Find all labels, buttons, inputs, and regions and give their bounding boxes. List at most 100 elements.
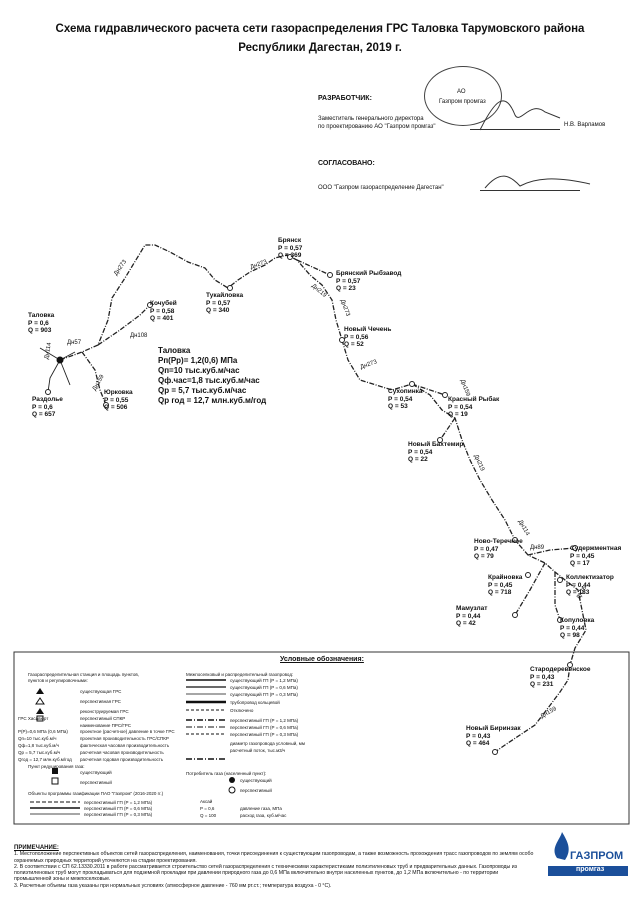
legend-pred-persp-symbol [51, 777, 59, 785]
settlement-pressure: Р = 0,54 [408, 448, 433, 456]
settlement-flow: Q = 42 [456, 620, 476, 627]
settlement-suderzhment: Судержментная Р = 0,45 Q = 17 [570, 545, 621, 568]
settlement-bryansk: Брянск Р = 0,57 Q = 369 [278, 237, 302, 260]
settlement-pressure: Р = 0,43 [466, 732, 491, 740]
legend-grs-perspective-symbol [35, 697, 45, 705]
legend-right-item: существующий ГП (Р = 0,3 МПа) [230, 692, 298, 697]
node-tukaylovka [227, 285, 233, 291]
settlement-name: Ново-Теречное [474, 538, 523, 545]
legend-right-item: существующий ГП (Р = 1,2 МПа) [230, 678, 298, 683]
pipe-label-13: Дн108 [130, 333, 148, 339]
grs-info-line: Рп(Рр)= 1,2(0,6) МПа [158, 356, 238, 365]
settlement-name: Судержментная [570, 545, 622, 552]
legend-left-item: перспективный СПКР [80, 716, 126, 721]
developer-position-2: по проектированию АО "Газпром промгаз" [318, 124, 436, 130]
node-novo-terechnoe [512, 537, 518, 543]
developer-name: Н.В. Варламов [564, 122, 606, 128]
pipe-label-12: Дн57 [67, 340, 82, 346]
pipeline-branch-krasny [411, 383, 446, 396]
legend-left-value: Qгод = 12,7 млн.куб.м/год [18, 757, 72, 762]
legend-mid-item: перспективный [80, 780, 112, 785]
grs-info-line: Qф.час=1,8 тыс.куб.м/час [158, 376, 260, 385]
pipeline-branch-sud [527, 547, 576, 556]
settlement-kochubey: Кочубей Р = 0,58 Q = 401 [150, 300, 177, 323]
legend-right-header2: Потребитель газа (населенный пункт): [186, 771, 267, 776]
settlement-sukhopinka: Сухопинка Р = 0,54 Q = 53 [388, 388, 423, 411]
node-sukhopinka [409, 381, 415, 387]
grs-info-line: Qр = 5,7 тыс.куб.м/час [158, 386, 247, 395]
settlement-pressure: Р = 0,6 [32, 403, 53, 411]
settlement-pressure: Р = 0,44 [566, 581, 591, 589]
legend-left-desc: расчетная часовая производительность [80, 750, 164, 755]
grs-info-block: Таловка Рп(Рр)= 1,2(0,6) МПа Qп=10 тыс.к… [158, 346, 266, 406]
settlement-name: Стародеревенское [530, 666, 591, 673]
signature-2 [484, 175, 591, 189]
node-kraynovka [525, 572, 531, 578]
node-rybzavod [327, 272, 333, 278]
node-razdolye [45, 389, 51, 395]
settlement-flow: Q = 53 [388, 403, 408, 410]
settlement-flow: Q = 401 [150, 315, 174, 322]
stamp-text-2: Газпром промгаз [439, 99, 486, 105]
settlement-name: Тукайловка [206, 292, 244, 299]
settlement-flow: Q = 22 [408, 456, 428, 463]
legend-right-item: диаметр газопровода условный, мм [230, 741, 305, 746]
legend-right-item2: расход газа, куб.м/час [240, 813, 287, 818]
legend-left-value: ГРС Хасавюрт [18, 716, 49, 721]
settlement-name: Таловка [28, 312, 55, 319]
legend-mid-item: существующий [80, 770, 112, 775]
legend-right-item: перспективный ГП (Р = 1,2 МПа) [230, 718, 299, 723]
grs-talovka-symbol [56, 356, 64, 364]
note-item: 2. В соответствии с СП 62.13330.2011 в р… [14, 863, 518, 883]
agreed-org: ООО "Газпром газораспределение Дагестан" [318, 185, 444, 191]
legend-right-item: расчетный поток, тыс.м3/ч [230, 748, 286, 753]
settlement-flow: Q = 17 [570, 560, 590, 567]
legend-title: Условные обозначения: [280, 656, 364, 663]
settlement-pressure: Р = 0,44 [456, 612, 481, 620]
legend-spkr-symbol [36, 715, 44, 722]
pipeline-branch-rybzavod [296, 259, 331, 276]
grs-info-line: Qр год = 12,7 млн.куб.м/год [158, 396, 267, 405]
legend-right-value2: Q = 100 [200, 813, 217, 818]
legend-left-item: перспективная ГРС [80, 699, 121, 704]
node-yurkovka [103, 402, 109, 408]
settlement-name: Новый Чечень [344, 326, 392, 333]
settlement-pressure: Р = 0,58 [150, 307, 175, 315]
legend-grs-existing-symbol [36, 688, 44, 694]
legend-grs-recon-symbol [36, 708, 44, 714]
legend-right-item2: перспективный [240, 788, 272, 793]
settlement-razdolye: Раздолье Р = 0,6 Q = 657 [32, 396, 63, 419]
grs-info-line: Qп=10 тыс.куб.м/час [158, 366, 240, 375]
settlement-name: Коллектизатор [566, 574, 614, 581]
pipeline-branch-kochubey [97, 304, 151, 346]
settlement-pressure: Р = 0,6 [28, 319, 49, 327]
legend-left-desc: проектное (расчетное) давление в точке Г… [80, 729, 175, 734]
pipeline-branch-kop [554, 572, 561, 621]
settlement-pressure: Р = 0,43 [530, 673, 555, 681]
legend-left-desc: расчетная годовая производительность [80, 757, 164, 762]
legend-left-item: наименование ПРС/ГРС [80, 723, 132, 728]
legend-left-item: существующая ГРС [80, 689, 122, 694]
document-title-line2: Республики Дагестан, 2019 г. [238, 42, 402, 54]
pipe-label-9: Дн89 [530, 545, 545, 551]
settlement-tukaylovka: Тукайловка Р = 0,57 Q = 340 [206, 292, 243, 315]
legend-left-desc: фактическая часовая производительность [80, 743, 170, 748]
settlement-name: Новый Биринзак [466, 725, 521, 732]
gazprom-logo-mark [548, 832, 628, 876]
pipeline-branch-bahtemir [439, 417, 456, 441]
legend-right-item2: давление газа, МПа [240, 806, 282, 811]
settlement-kraynovka: Крайновка Р = 0,45 Q = 718 [488, 574, 522, 597]
legend-left-value: Qф=1,8 тыс.куб.м/ч [18, 743, 59, 748]
settlement-novy-bahtemir: Новый Бахтемир Р = 0,54 Q = 22 [408, 441, 463, 464]
legend-right-item2: существующий [240, 778, 272, 783]
pipeline-branch-yurkovka [81, 351, 107, 406]
settlement-talovka: Таловка Р = 0,6 Q = 903 [28, 312, 54, 335]
developer-heading: РАЗРАБОТЧИК: [318, 95, 372, 102]
legend-right-value2: Аксай [200, 799, 213, 804]
legend-right-header: Межпоселковый и распределительный газопр… [186, 672, 294, 677]
legend-mid-header2: Объекты программы газификации ПАО "Газпр… [28, 791, 164, 796]
settlement-name: Сухопинка [388, 388, 423, 395]
pipeline-main [59, 244, 587, 753]
settlement-flow: Q = 231 [530, 681, 554, 688]
settlement-flow: Q = 903 [28, 327, 52, 334]
